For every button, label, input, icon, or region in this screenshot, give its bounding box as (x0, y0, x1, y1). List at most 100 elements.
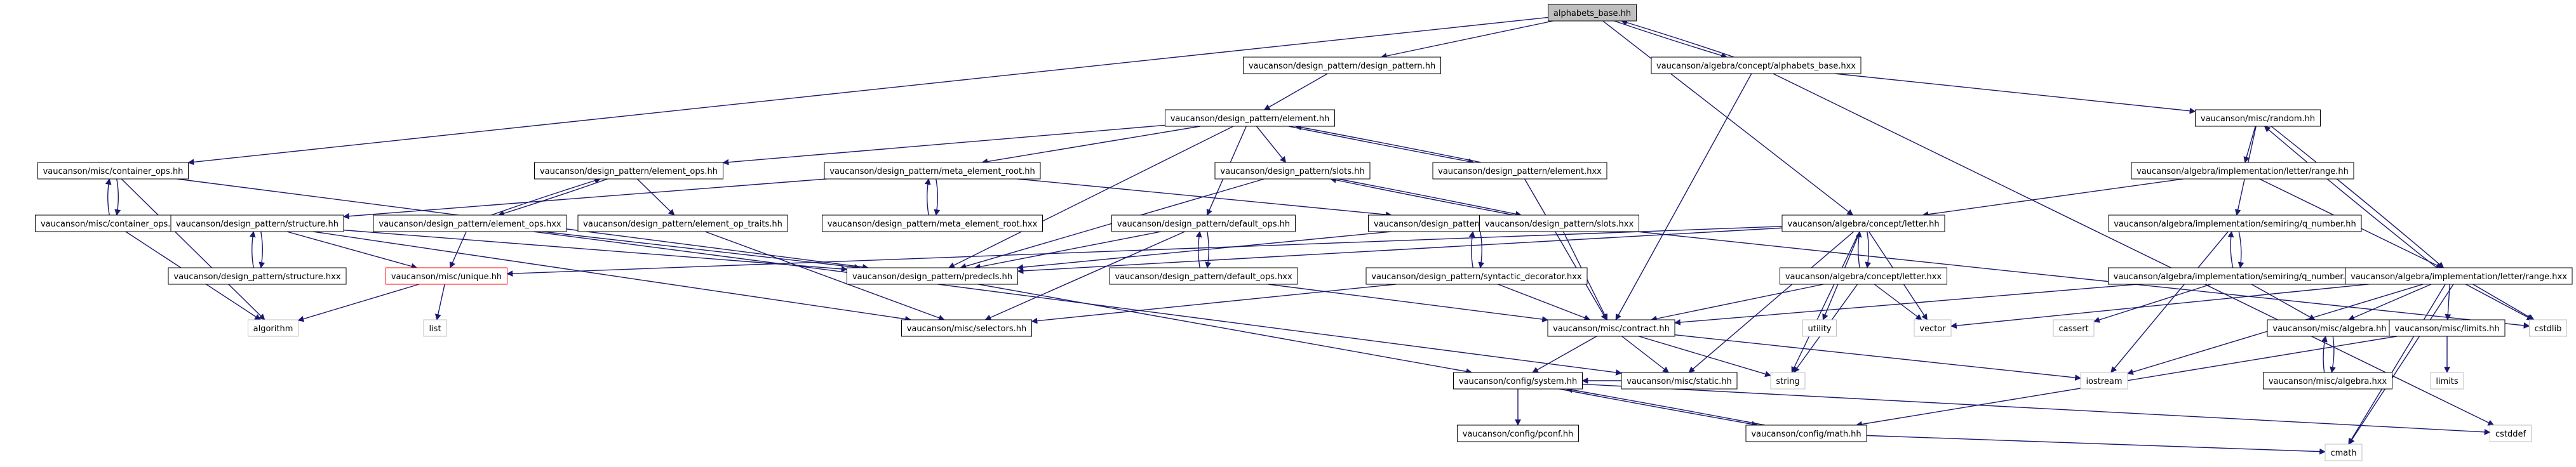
node-label: vaucanson/design_pattern/syntactic_decor… (1371, 272, 1582, 282)
graph-node-cstddef[interactable]: cstddef (2490, 424, 2532, 442)
node-label: alphabets_base.hh (1553, 9, 1631, 18)
graph-node-random-hh[interactable]: vaucanson/misc/random.hh (2195, 109, 2321, 127)
include-edge (1017, 227, 1783, 274)
graph-node-letter-hxx[interactable]: vaucanson/algebra/concept/letter.hxx (1780, 267, 1947, 285)
node-label: vaucanson/design_pattern/element_ops.hh (540, 167, 718, 176)
node-label: utility (1808, 324, 1832, 334)
graph-node-lr-hxx[interactable]: vaucanson/algebra/implementation/letter/… (2345, 267, 2573, 285)
include-edge (636, 178, 675, 216)
graph-node-cont-hh[interactable]: vaucanson/misc/container_ops.hh (37, 162, 189, 180)
node-label: vaucanson/design_pattern/meta_element_ro… (829, 167, 1035, 176)
graph-node-defops-hxx[interactable]: vaucanson/design_pattern/default_ops.hxx (1109, 267, 1298, 285)
graph-node-syn-hxx[interactable]: vaucanson/design_pattern/syntactic_decor… (1365, 267, 1588, 285)
node-label: vaucanson/misc/static.hh (1627, 377, 1731, 386)
graph-node-alphabets-base-hh[interactable]: alphabets_base.hh (1548, 4, 1637, 22)
include-edge (1855, 231, 1862, 268)
node-box (1214, 162, 1371, 180)
include-edge (297, 284, 419, 322)
graph-node-el-hxx[interactable]: vaucanson/design_pattern/element.hxx (1432, 162, 1607, 180)
graph-node-misc-alg-hxx[interactable]: vaucanson/misc/algebra.hxx (2263, 372, 2392, 390)
node-box (248, 319, 299, 337)
graph-node-algorithm[interactable]: algorithm (248, 319, 299, 337)
graph-node-slots-hh[interactable]: vaucanson/design_pattern/slots.hh (1214, 162, 1371, 180)
include-edge (1288, 126, 1475, 165)
graph-node-cont-hxx[interactable]: vaucanson/misc/container_ops.hxx (35, 214, 191, 232)
graph-node-slots-hxx[interactable]: vaucanson/design_pattern/slots.hxx (1479, 214, 1639, 232)
graph-node-iostream[interactable]: iostream (2080, 372, 2128, 390)
node-label: iostream (2086, 377, 2122, 386)
graph-node-lr-hh[interactable]: vaucanson/algebra/implementation/letter/… (2131, 162, 2354, 180)
include-edge (2348, 284, 2446, 445)
node-label: vaucanson/design_pattern/design_pattern.… (1249, 62, 1435, 71)
graph-node-qn-hh[interactable]: vaucanson/algebra/implementation/semirin… (2108, 214, 2362, 232)
node-label: vaucanson/design_pattern/element_ops.hxx (379, 220, 561, 229)
include-edge (2348, 284, 2432, 321)
graph-node-limits-hh[interactable]: vaucanson/misc/limits.hh (2389, 319, 2506, 337)
node-label: vaucanson/misc/algebra.hxx (2269, 377, 2387, 386)
node-box (2529, 319, 2567, 337)
include-edge (1650, 284, 1824, 322)
include-edge (2264, 126, 2438, 268)
node-box (1165, 109, 1335, 127)
graph-node-pconf-hh[interactable]: vaucanson/config/pconf.hh (1457, 424, 1579, 442)
node-label: vaucanson/misc/selectors.hh (907, 324, 1026, 334)
include-edge (249, 231, 256, 268)
graph-node-contract[interactable]: vaucanson/misc/contract.hh (1547, 319, 1675, 337)
include-edge (1380, 20, 1553, 59)
graph-node-ab-hxx[interactable]: vaucanson/algebra/concept/alphabets_base… (1651, 56, 1862, 74)
node-label: list (429, 324, 441, 334)
node-box (1109, 267, 1298, 285)
include-edge (1017, 178, 1392, 218)
include-edge (312, 231, 911, 322)
graph-node-unique-hh[interactable]: vaucanson/misc/unique.hh (386, 267, 507, 285)
graph-node-utility[interactable]: utility (1802, 319, 1837, 337)
graph-node-selectors[interactable]: vaucanson/misc/selectors.hh (901, 319, 1032, 337)
graph-node-vector[interactable]: vector (1914, 319, 1952, 337)
node-box (822, 214, 1043, 232)
node-box (577, 214, 788, 232)
graph-node-struct-hxx[interactable]: vaucanson/design_pattern/structure.hxx (168, 267, 347, 285)
edge-layer (105, 16, 2535, 455)
graph-node-static-hh[interactable]: vaucanson/misc/static.hh (1621, 372, 1738, 390)
graph-node-struct-hh[interactable]: vaucanson/design_pattern/structure.hh (170, 214, 344, 232)
node-box (386, 267, 507, 285)
graph-node-eops-hxx[interactable]: vaucanson/design_pattern/element_ops.hxx (373, 214, 567, 232)
graph-node-qn-hxx[interactable]: vaucanson/algebra/implementation/semirin… (2108, 267, 2366, 285)
graph-node-math-hh[interactable]: vaucanson/config/math.hh (1745, 424, 1867, 442)
include-edge (1330, 176, 1514, 216)
graph-node-element-hh[interactable]: vaucanson/design_pattern/element.hh (1165, 109, 1335, 127)
graph-node-pred-hh[interactable]: vaucanson/design_pattern/predecls.hh (847, 267, 1018, 285)
graph-node-mer-hh[interactable]: vaucanson/design_pattern/meta_element_ro… (824, 162, 1041, 180)
node-box (847, 267, 1018, 285)
include-edge (2093, 284, 2211, 323)
node-box (168, 267, 347, 285)
include-edge (1559, 388, 1759, 428)
graph-node-mer-hxx[interactable]: vaucanson/design_pattern/meta_element_ro… (822, 214, 1043, 232)
node-layer: alphabets_base.hh vaucanson/design_patter… (35, 4, 2573, 461)
graph-node-limits[interactable]: limits (2430, 372, 2464, 390)
graph-node-system-hh[interactable]: vaucanson/config/system.hh (1453, 372, 1583, 390)
graph-node-list[interactable]: list (423, 319, 447, 337)
include-edge (1602, 20, 1854, 216)
graph-node-eops-hh[interactable]: vaucanson/design_pattern/element_ops.hh (534, 162, 723, 180)
node-label: vaucanson/config/pconf.hh (1463, 430, 1574, 439)
node-box (2490, 424, 2532, 442)
graph-node-letter-hh[interactable]: vaucanson/algebra/concept/letter.hh (1781, 214, 1945, 232)
graph-node-eopt-hh[interactable]: vaucanson/design_pattern/element_op_trai… (577, 214, 788, 232)
include-edge (1639, 336, 1771, 378)
node-box (1781, 214, 1945, 232)
include-edge (114, 178, 121, 216)
node-box (2053, 319, 2095, 337)
node-label: vaucanson/misc/random.hh (2201, 114, 2315, 124)
graph-node-cassert[interactable]: cassert (2053, 319, 2095, 337)
graph-node-defops-hh[interactable]: vaucanson/design_pattern/default_ops.hh (1111, 214, 1296, 232)
graph-node-misc-alg-hh[interactable]: vaucanson/misc/algebra.hh (2267, 319, 2392, 337)
node-box (1770, 372, 1806, 390)
include-edge (1621, 336, 1670, 373)
graph-node-cstdlib[interactable]: cstdlib (2529, 319, 2567, 337)
graph-node-cmath[interactable]: cmath (2324, 444, 2363, 461)
graph-node-string[interactable]: string (1770, 372, 1806, 390)
graph-node-dp-hh[interactable]: vaucanson/design_pattern/design_pattern.… (1243, 56, 1441, 74)
include-edge (258, 231, 265, 268)
include-edge (1263, 73, 1328, 110)
